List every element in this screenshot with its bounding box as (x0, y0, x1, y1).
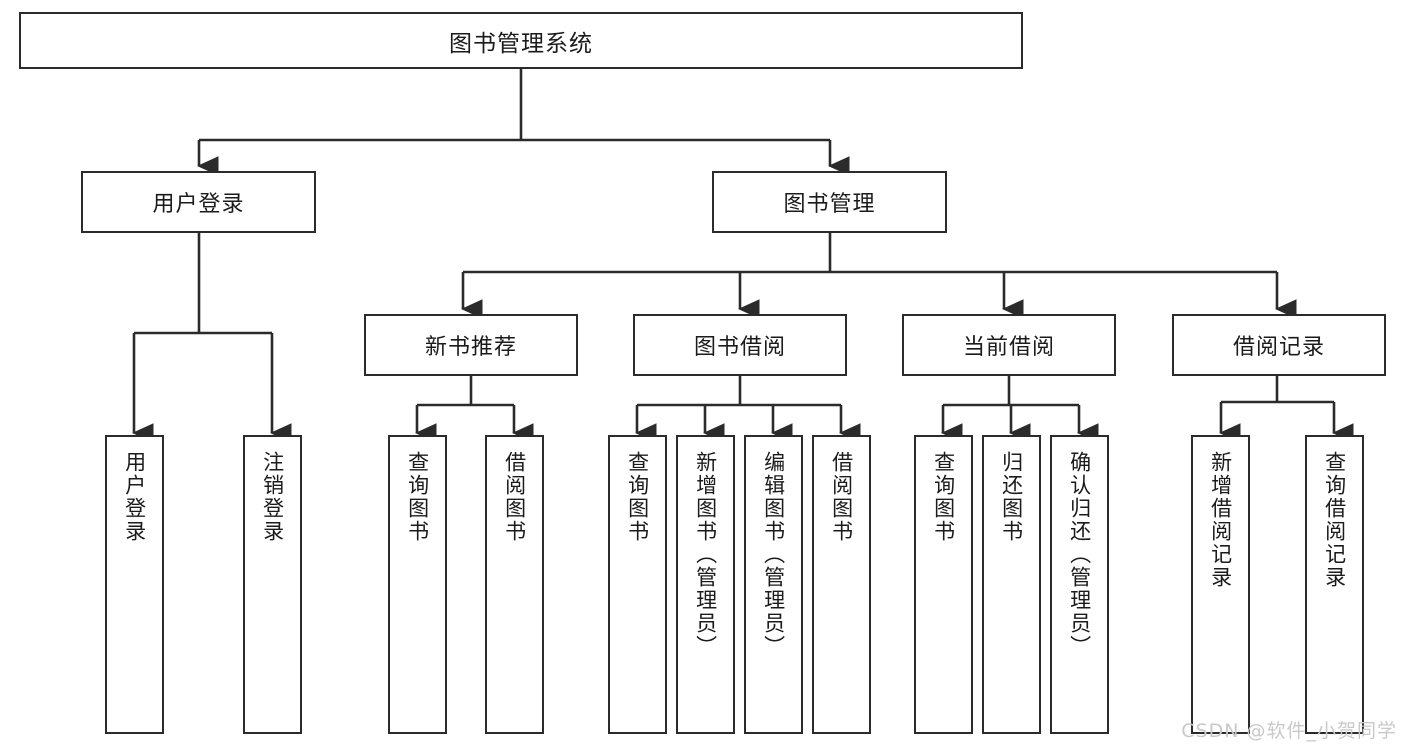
leaf-user-login[interactable]: 用户登录 (105, 435, 164, 734)
node-user-login[interactable]: 用户登录 (81, 171, 316, 233)
node-book-admin[interactable]: 图书管理 (712, 171, 947, 233)
leaf-borrow-book-1[interactable]: 借阅图书 (485, 435, 544, 734)
leaf-edit-book-label: 编辑图书（管理员） (761, 451, 786, 658)
node-root[interactable]: 图书管理系统 (19, 12, 1023, 69)
leaf-confirm-return[interactable]: 确认归还（管理员） (1050, 435, 1109, 734)
leaf-return-book[interactable]: 归还图书 (982, 435, 1041, 734)
leaf-add-book-label: 新增图书（管理员） (693, 451, 718, 658)
leaf-query-book-1-label: 查询图书 (405, 451, 430, 543)
leaf-query-book-3-label: 查询图书 (931, 451, 956, 543)
leaf-borrow-book-2-label: 借阅图书 (829, 451, 854, 543)
leaf-confirm-return-label: 确认归还（管理员） (1067, 451, 1092, 658)
leaf-edit-book[interactable]: 编辑图书（管理员） (744, 435, 803, 734)
leaf-add-book[interactable]: 新增图书（管理员） (676, 435, 735, 734)
leaf-logout-label: 注销登录 (260, 451, 285, 543)
leaf-query-book-2[interactable]: 查询图书 (608, 435, 667, 734)
node-borrow-record-label: 借阅记录 (1232, 335, 1325, 360)
node-current-borrow[interactable]: 当前借阅 (902, 314, 1116, 376)
node-borrow-record[interactable]: 借阅记录 (1172, 314, 1386, 376)
node-book-borrow-label: 图书借阅 (693, 335, 786, 360)
leaf-add-record-label: 新增借阅记录 (1208, 451, 1233, 589)
node-book-admin-label: 图书管理 (783, 192, 876, 217)
watermark: CSDN @软件_小贺同学 (1181, 720, 1397, 742)
node-current-borrow-label: 当前借阅 (962, 335, 1055, 360)
leaf-logout[interactable]: 注销登录 (243, 435, 302, 734)
leaf-borrow-book-1-label: 借阅图书 (502, 451, 527, 543)
leaf-add-record[interactable]: 新增借阅记录 (1191, 435, 1250, 734)
node-new-book-rec[interactable]: 新书推荐 (364, 314, 578, 376)
node-user-login-label: 用户登录 (152, 192, 245, 217)
leaf-query-record-label: 查询借阅记录 (1322, 451, 1347, 589)
leaf-query-book-3[interactable]: 查询图书 (914, 435, 973, 734)
leaf-borrow-book-2[interactable]: 借阅图书 (812, 435, 871, 734)
leaf-query-book-1[interactable]: 查询图书 (388, 435, 447, 734)
leaf-return-book-label: 归还图书 (999, 451, 1024, 543)
node-book-borrow[interactable]: 图书借阅 (633, 314, 847, 376)
leaf-query-book-2-label: 查询图书 (625, 451, 650, 543)
node-root-label: 图书管理系统 (449, 30, 593, 57)
leaf-query-record[interactable]: 查询借阅记录 (1305, 435, 1364, 734)
node-new-book-rec-label: 新书推荐 (424, 335, 517, 360)
leaf-user-login-label: 用户登录 (122, 451, 147, 543)
